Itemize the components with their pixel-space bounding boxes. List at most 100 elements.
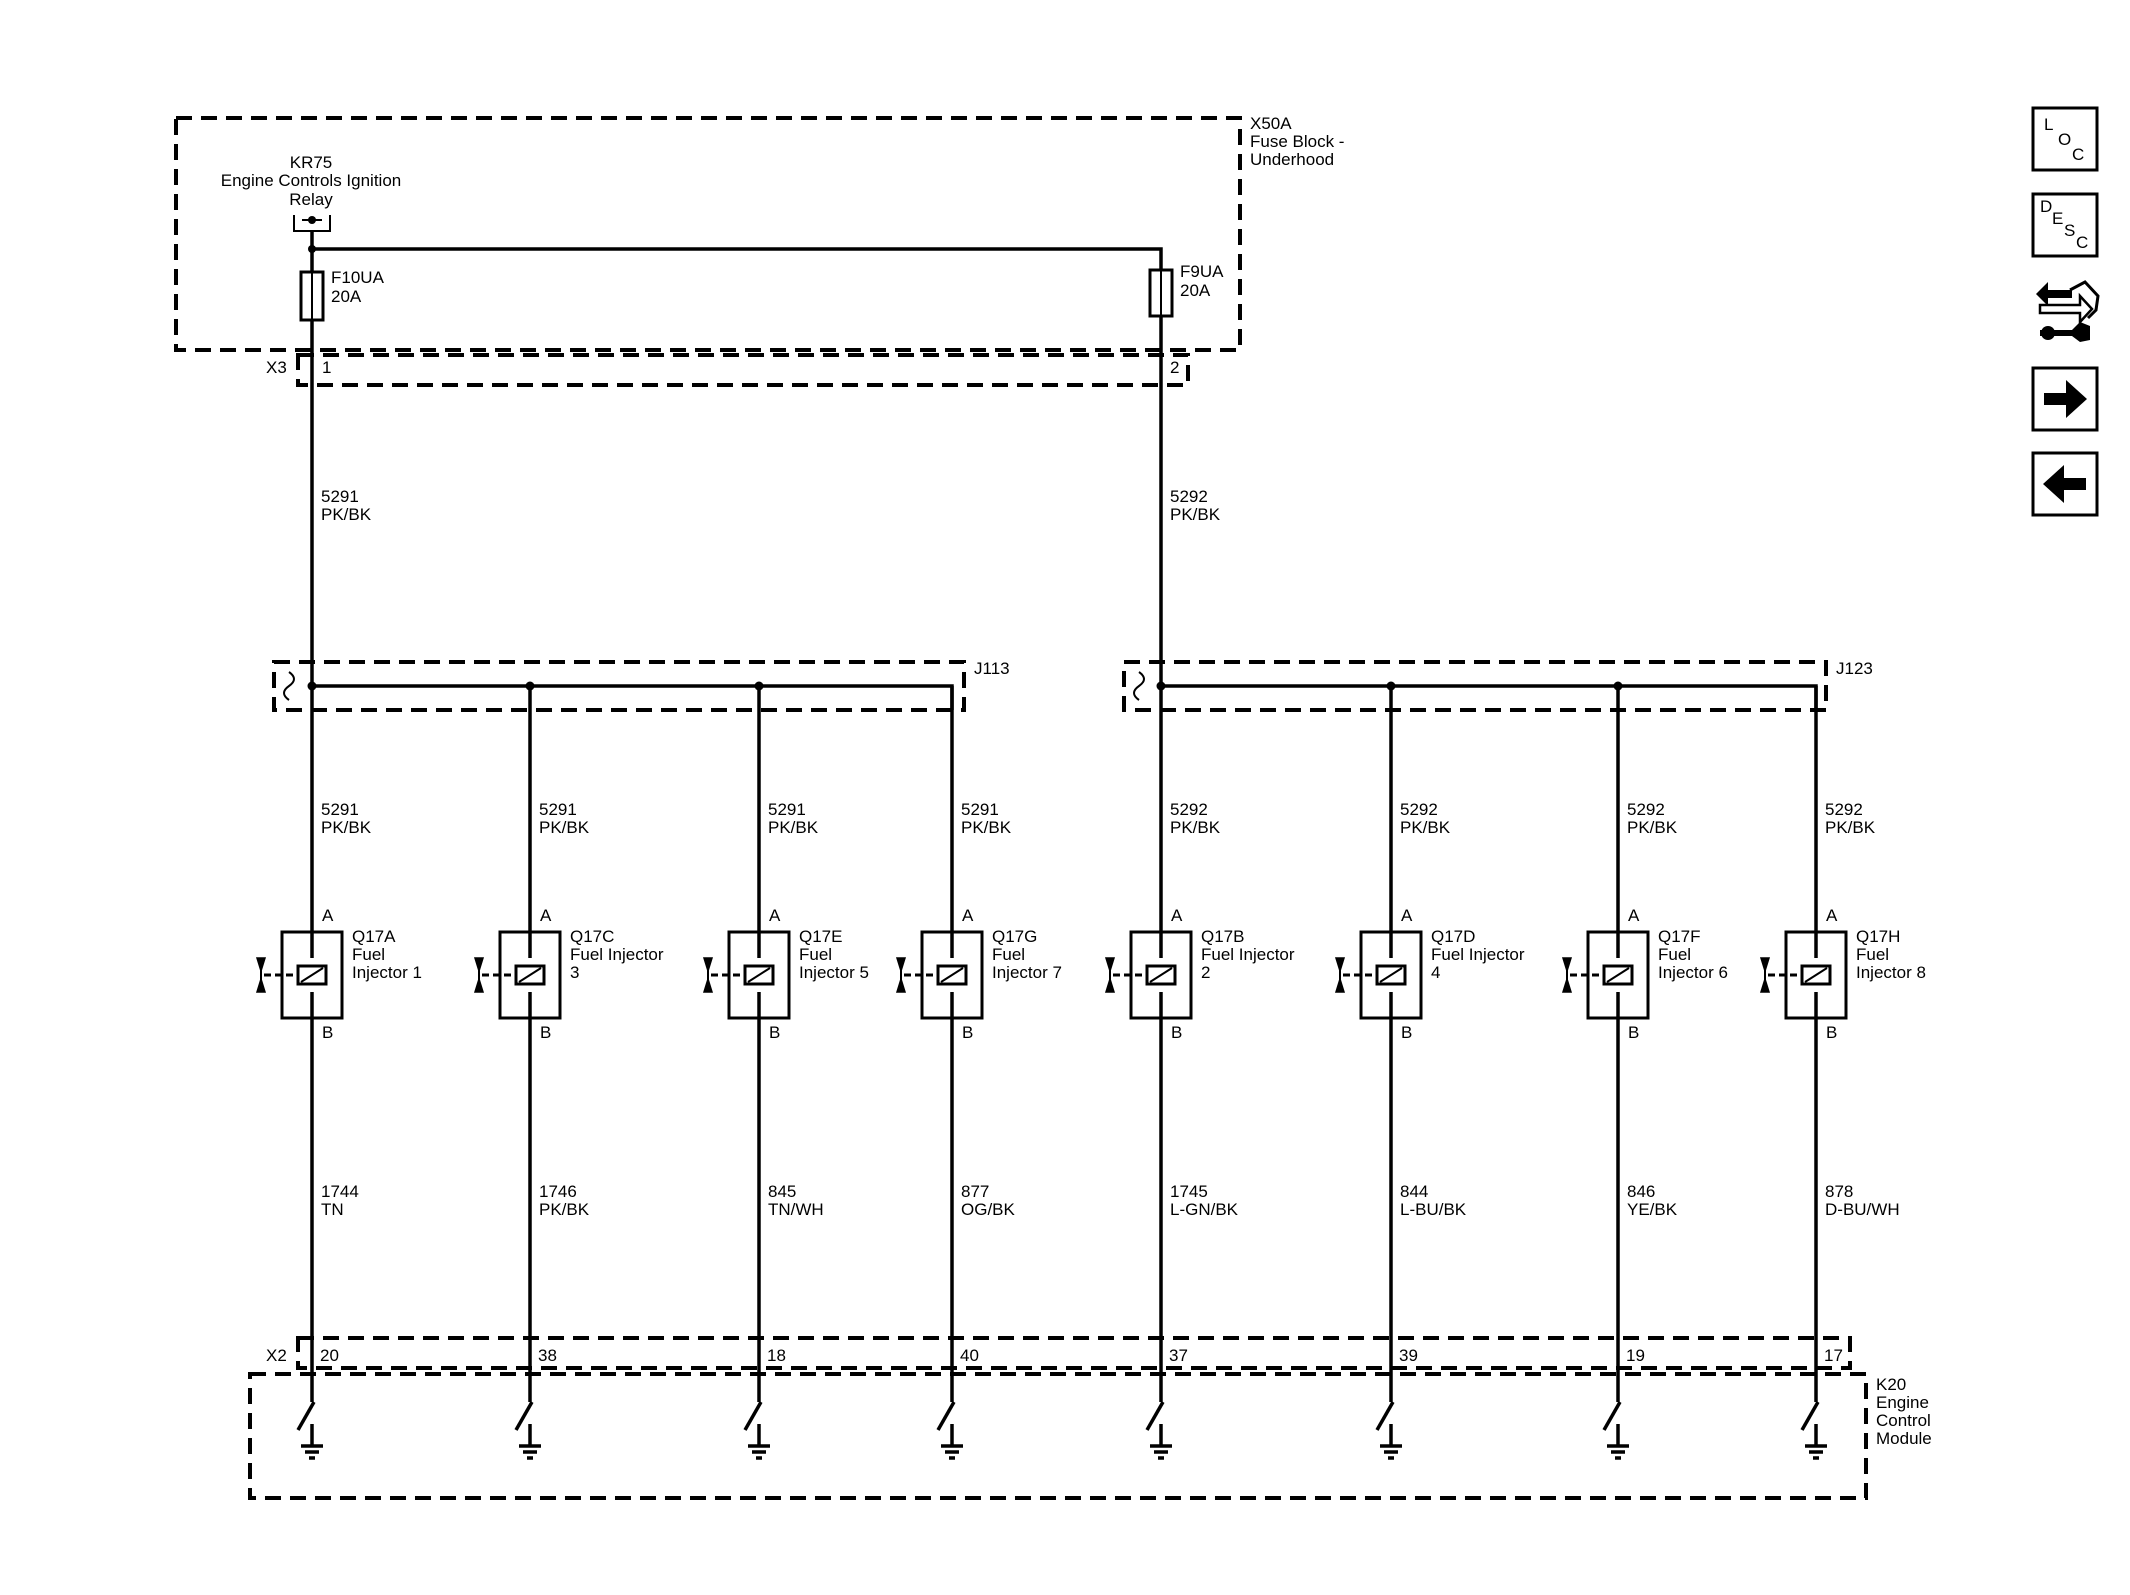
injector-pin-a: A bbox=[1171, 906, 1183, 925]
injector-feed-circuit: 5292 bbox=[1627, 800, 1665, 819]
injector-name-line: Fuel Injector bbox=[1201, 945, 1295, 964]
injector-name-line: Fuel bbox=[992, 945, 1025, 964]
feed-wire-5292-color: PK/BK bbox=[1170, 505, 1221, 524]
arrow-left-icon bbox=[2043, 465, 2086, 503]
injector-feed-circuit: 5291 bbox=[539, 800, 577, 819]
injector-feed-color: PK/BK bbox=[768, 818, 819, 837]
injector-control-color: YE/BK bbox=[1627, 1200, 1678, 1219]
relay-name-2: Relay bbox=[289, 190, 333, 209]
fuse-f9ua-rating: 20A bbox=[1180, 281, 1211, 300]
injector-control-circuit: 845 bbox=[768, 1182, 796, 1201]
location-letter: C bbox=[2072, 145, 2084, 164]
injector-name-line: Fuel Injector bbox=[1431, 945, 1525, 964]
injector-pin-b: B bbox=[1826, 1023, 1837, 1042]
injector-solenoid-core bbox=[940, 967, 964, 983]
injector-name-line: 2 bbox=[1201, 963, 1210, 982]
splice-j113[interactable]: J113 bbox=[272, 659, 1010, 712]
ecm-driver-switch bbox=[514, 1401, 534, 1431]
injector-pin-a: A bbox=[1628, 906, 1640, 925]
injector-control-circuit: 1746 bbox=[539, 1182, 577, 1201]
injector-control-color: L-BU/BK bbox=[1400, 1200, 1467, 1219]
ecm-driver-switch bbox=[1145, 1401, 1165, 1431]
injector-pin-a: A bbox=[1826, 906, 1838, 925]
splice-j123-outline bbox=[1122, 660, 1828, 712]
injector-control-circuit: 1745 bbox=[1170, 1182, 1208, 1201]
ground-icon bbox=[1805, 1444, 1827, 1460]
connector-x3-pin-1: 1 bbox=[322, 358, 331, 377]
injector-pin-a: A bbox=[540, 906, 552, 925]
injector-name-line: Injector 8 bbox=[1856, 963, 1926, 982]
diagnostic-button[interactable] bbox=[2036, 280, 2100, 342]
fuse-block-name-2: Underhood bbox=[1250, 150, 1334, 169]
ecm-pin-number: 37 bbox=[1169, 1346, 1188, 1365]
injector-control-circuit: 878 bbox=[1825, 1182, 1853, 1201]
injector-feed-circuit: 5292 bbox=[1170, 800, 1208, 819]
description-letter: S bbox=[2064, 221, 2075, 240]
injector-feed-color: PK/BK bbox=[321, 818, 372, 837]
description-button[interactable]: D E S C bbox=[2031, 192, 2099, 258]
ground-icon bbox=[519, 1444, 541, 1460]
injector-pin-b: B bbox=[962, 1023, 973, 1042]
relay-name-1: Engine Controls Ignition bbox=[221, 171, 402, 190]
ground-icon bbox=[748, 1444, 770, 1460]
connector-x3-id: X3 bbox=[266, 358, 287, 377]
feed-wire-5292-circuit: 5292 bbox=[1170, 487, 1208, 506]
injector-pin-a: A bbox=[769, 906, 781, 925]
ecm-driver-switch bbox=[1602, 1401, 1622, 1431]
ground-icon bbox=[301, 1444, 323, 1460]
injector-feed-color: PK/BK bbox=[1627, 818, 1678, 837]
injector-id: Q17G bbox=[992, 927, 1037, 946]
ground-icon bbox=[1150, 1444, 1172, 1460]
fuse-block-outline bbox=[174, 116, 1242, 352]
fuse-f10ua-id: F10UA bbox=[331, 268, 385, 287]
description-button-frame bbox=[2031, 192, 2099, 258]
injector-feed-color: PK/BK bbox=[961, 818, 1012, 837]
description-letter: D bbox=[2040, 197, 2052, 216]
injector-control-color: L-GN/BK bbox=[1170, 1200, 1239, 1219]
injector-control-color: OG/BK bbox=[961, 1200, 1016, 1219]
injector-control-color: PK/BK bbox=[539, 1200, 590, 1219]
ecm-pin-number: 20 bbox=[320, 1346, 339, 1365]
fuse-f9ua[interactable]: F9UA 20A bbox=[1148, 262, 1224, 318]
injector-pin-b: B bbox=[1401, 1023, 1412, 1042]
injector-feed-circuit: 5292 bbox=[1825, 800, 1863, 819]
ecm-pin-number: 18 bbox=[767, 1346, 786, 1365]
injector-pin-b: B bbox=[769, 1023, 780, 1042]
ground-icon bbox=[1380, 1444, 1402, 1460]
splice-j113-id: J113 bbox=[974, 659, 1010, 678]
injector-control-circuit: 844 bbox=[1400, 1182, 1428, 1201]
injector-pin-b: B bbox=[540, 1023, 551, 1042]
injector-name-line: Fuel bbox=[352, 945, 385, 964]
injector-solenoid-core bbox=[747, 967, 771, 983]
splice-j113-break-mark bbox=[283, 671, 295, 701]
ground-icon bbox=[1607, 1444, 1629, 1460]
previous-page-button[interactable] bbox=[2031, 451, 2099, 517]
ecm-pin-number: 39 bbox=[1399, 1346, 1418, 1365]
feed-wire-5291-circuit: 5291 bbox=[321, 487, 359, 506]
ecm-driver-switch bbox=[743, 1401, 763, 1431]
ecm-driver-switch bbox=[296, 1401, 316, 1431]
location-button[interactable]: L O C bbox=[2031, 106, 2099, 172]
relay-kr75[interactable]: KR75 Engine Controls Ignition Relay bbox=[221, 153, 402, 232]
location-letter: L bbox=[2044, 115, 2053, 134]
relay-contact-dot bbox=[308, 216, 316, 224]
fuse-f10ua[interactable]: F10UA 20A bbox=[299, 268, 385, 322]
injector-control-circuit: 1744 bbox=[321, 1182, 359, 1201]
next-page-button[interactable] bbox=[2031, 366, 2099, 432]
injector-feed-color: PK/BK bbox=[1825, 818, 1876, 837]
splice-j123[interactable]: J123 bbox=[1122, 659, 1873, 712]
fuse-block-name-1: Fuse Block - bbox=[1250, 132, 1344, 151]
splice-j123-id: J123 bbox=[1836, 659, 1873, 678]
injector-id: Q17C bbox=[570, 927, 614, 946]
injector-feed-color: PK/BK bbox=[1400, 818, 1451, 837]
feed-wire-5291-color: PK/BK bbox=[321, 505, 372, 524]
